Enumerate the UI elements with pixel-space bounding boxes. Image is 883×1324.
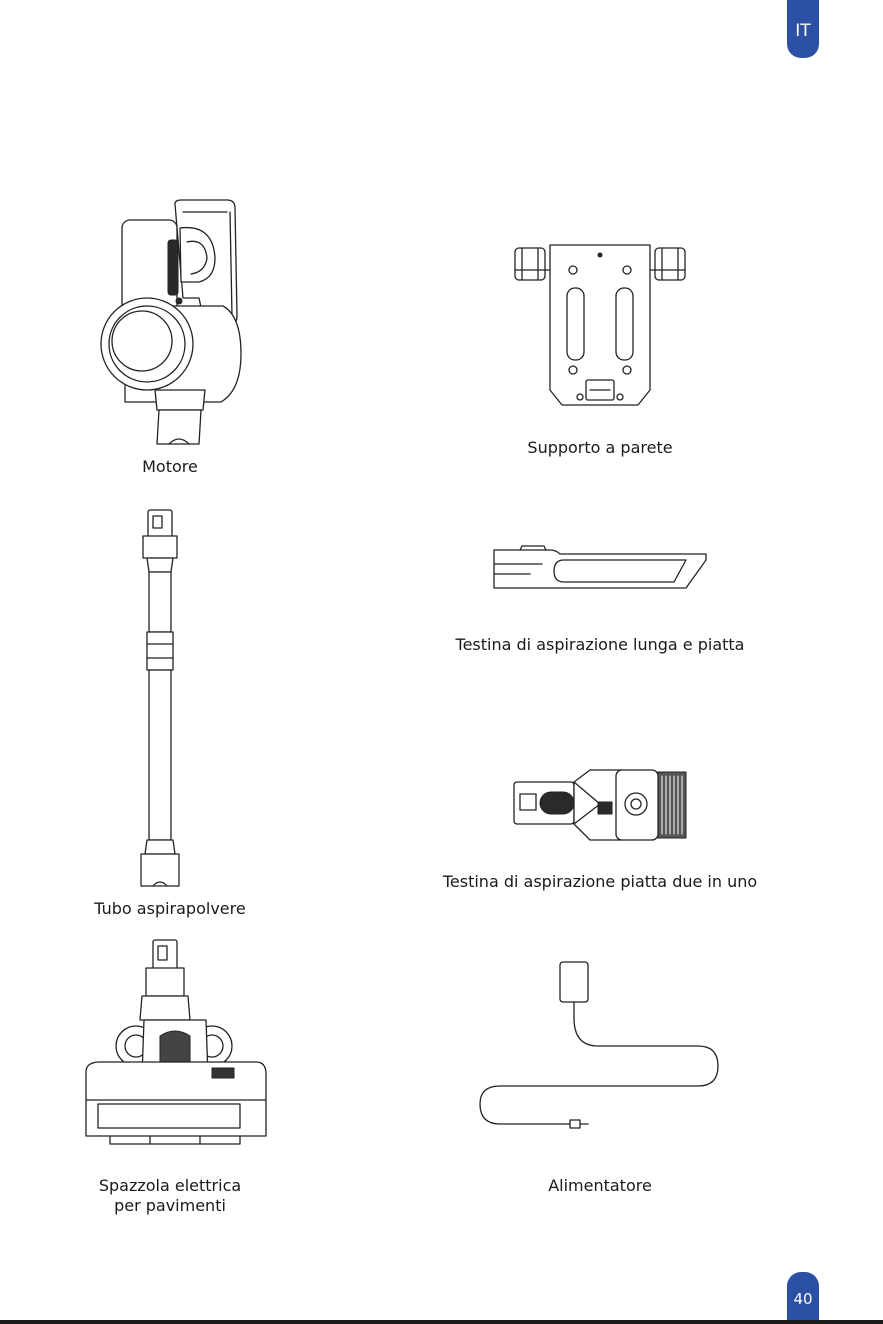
wall-mount-illustration [510, 240, 690, 410]
tube-caption: Tubo aspirapolvere [85, 898, 255, 920]
floor-brush-illustration [80, 936, 270, 1166]
wall-mount-caption: Supporto a parete [500, 437, 700, 459]
two-in-one-tool-illustration [510, 766, 690, 844]
motor-illustration [95, 198, 255, 448]
motor-caption: Motore [95, 456, 245, 478]
crevice-tool-caption: Testina di aspirazione lunga e piatta [450, 634, 750, 656]
floor-brush-caption-line1: Spazzola elettrica [80, 1175, 260, 1197]
two-in-one-tool-caption: Testina di aspirazione piatta due in uno [440, 871, 760, 893]
language-tab: IT [787, 0, 819, 58]
page-number-tab: 40 [787, 1272, 819, 1320]
page-number: 40 [793, 1290, 812, 1308]
crevice-tool-illustration [490, 540, 710, 592]
power-adapter-caption: Alimentatore [510, 1175, 690, 1197]
floor-brush-caption-line2: per pavimenti [80, 1195, 260, 1217]
bottom-rule [0, 1320, 883, 1324]
language-tab-label: IT [795, 21, 810, 41]
tube-illustration [125, 506, 195, 890]
power-adapter-illustration [470, 958, 725, 1130]
